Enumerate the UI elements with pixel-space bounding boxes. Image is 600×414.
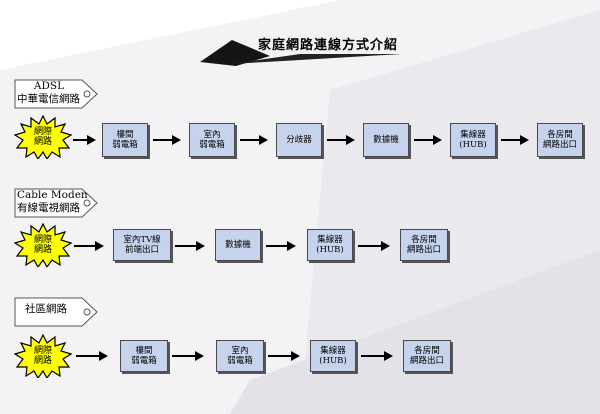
flow-arrow <box>266 241 296 251</box>
section-tag-adsl: ADSL 中華電信網路 <box>14 79 98 109</box>
internet-burst: 網際 網路 <box>14 115 72 159</box>
burst-line2: 網路 <box>33 137 52 147</box>
flow-arrow <box>74 241 104 251</box>
internet-burst: 網際 網路 <box>14 334 72 378</box>
step-box: 數據機 <box>215 229 261 261</box>
tag-line2: 社區網路 <box>25 303 67 315</box>
flow-arrow <box>76 351 108 361</box>
burst-text: 網際 網路 <box>14 235 72 255</box>
tag-line2: 中華電信網路 <box>17 93 80 105</box>
step-box: 集線器 (HUB) <box>450 123 496 157</box>
diagram-title: 家庭網路連線方式介紹 <box>258 38 399 53</box>
flow-arrow <box>175 241 205 251</box>
flow-arrow <box>358 241 390 251</box>
section-tag-community: 社區網路 <box>14 297 98 327</box>
tag-shape <box>14 79 98 109</box>
step-box: 各房間 網路出口 <box>537 123 583 157</box>
step-box: 室內TV線 前端出口 <box>113 229 171 261</box>
tag-line1: ADSL <box>33 80 65 92</box>
flow-arrow <box>268 351 300 361</box>
burst-line2: 網路 <box>33 356 52 366</box>
flow-arrow <box>240 135 268 145</box>
starburst-shape <box>14 334 72 378</box>
tag-line1: Cable Moden <box>17 189 88 201</box>
step-box: 樓間 弱電箱 <box>120 340 168 372</box>
section-tag-text: ADSL 中華電信網路 <box>17 80 81 106</box>
tag-shape <box>14 188 98 218</box>
tag-shape <box>14 297 98 327</box>
burst-text: 網際 網路 <box>14 127 72 147</box>
starburst-shape <box>14 115 72 159</box>
flow-arrow <box>414 135 442 145</box>
section-tag-text: Cable Moden 有線電視網路 <box>17 189 88 215</box>
section-tag-text: 社區網路 <box>17 303 67 316</box>
starburst-shape <box>14 223 72 267</box>
burst-line1: 網際 <box>33 346 52 356</box>
step-box: 室內 弱電箱 <box>189 123 235 157</box>
step-box: 室內 弱電箱 <box>216 340 264 372</box>
burst-line1: 網際 <box>33 235 52 245</box>
flow-arrow <box>172 351 204 361</box>
step-box: 各房間 網路出口 <box>400 229 448 261</box>
section-tag-cable: Cable Moden 有線電視網路 <box>14 188 98 218</box>
step-box: 樓間 弱電箱 <box>102 123 148 157</box>
flow-arrow <box>361 351 393 361</box>
burst-text: 網際 網路 <box>14 346 72 366</box>
internet-burst: 網際 網路 <box>14 223 72 267</box>
step-box: 數據機 <box>363 123 409 157</box>
burst-line1: 網際 <box>33 127 52 137</box>
tag-line2: 有線電視網路 <box>17 202 80 214</box>
flow-arrow <box>327 135 355 145</box>
burst-line2: 網路 <box>33 245 52 255</box>
flow-arrow <box>73 135 96 145</box>
step-box: 集線器 (HUB) <box>307 229 353 261</box>
step-box: 各房間 網路出口 <box>403 340 451 372</box>
step-box: 分歧器 <box>276 123 322 157</box>
step-box: 集線器 (HUB) <box>310 340 356 372</box>
flow-arrow <box>501 135 529 145</box>
flow-arrow <box>153 135 181 145</box>
